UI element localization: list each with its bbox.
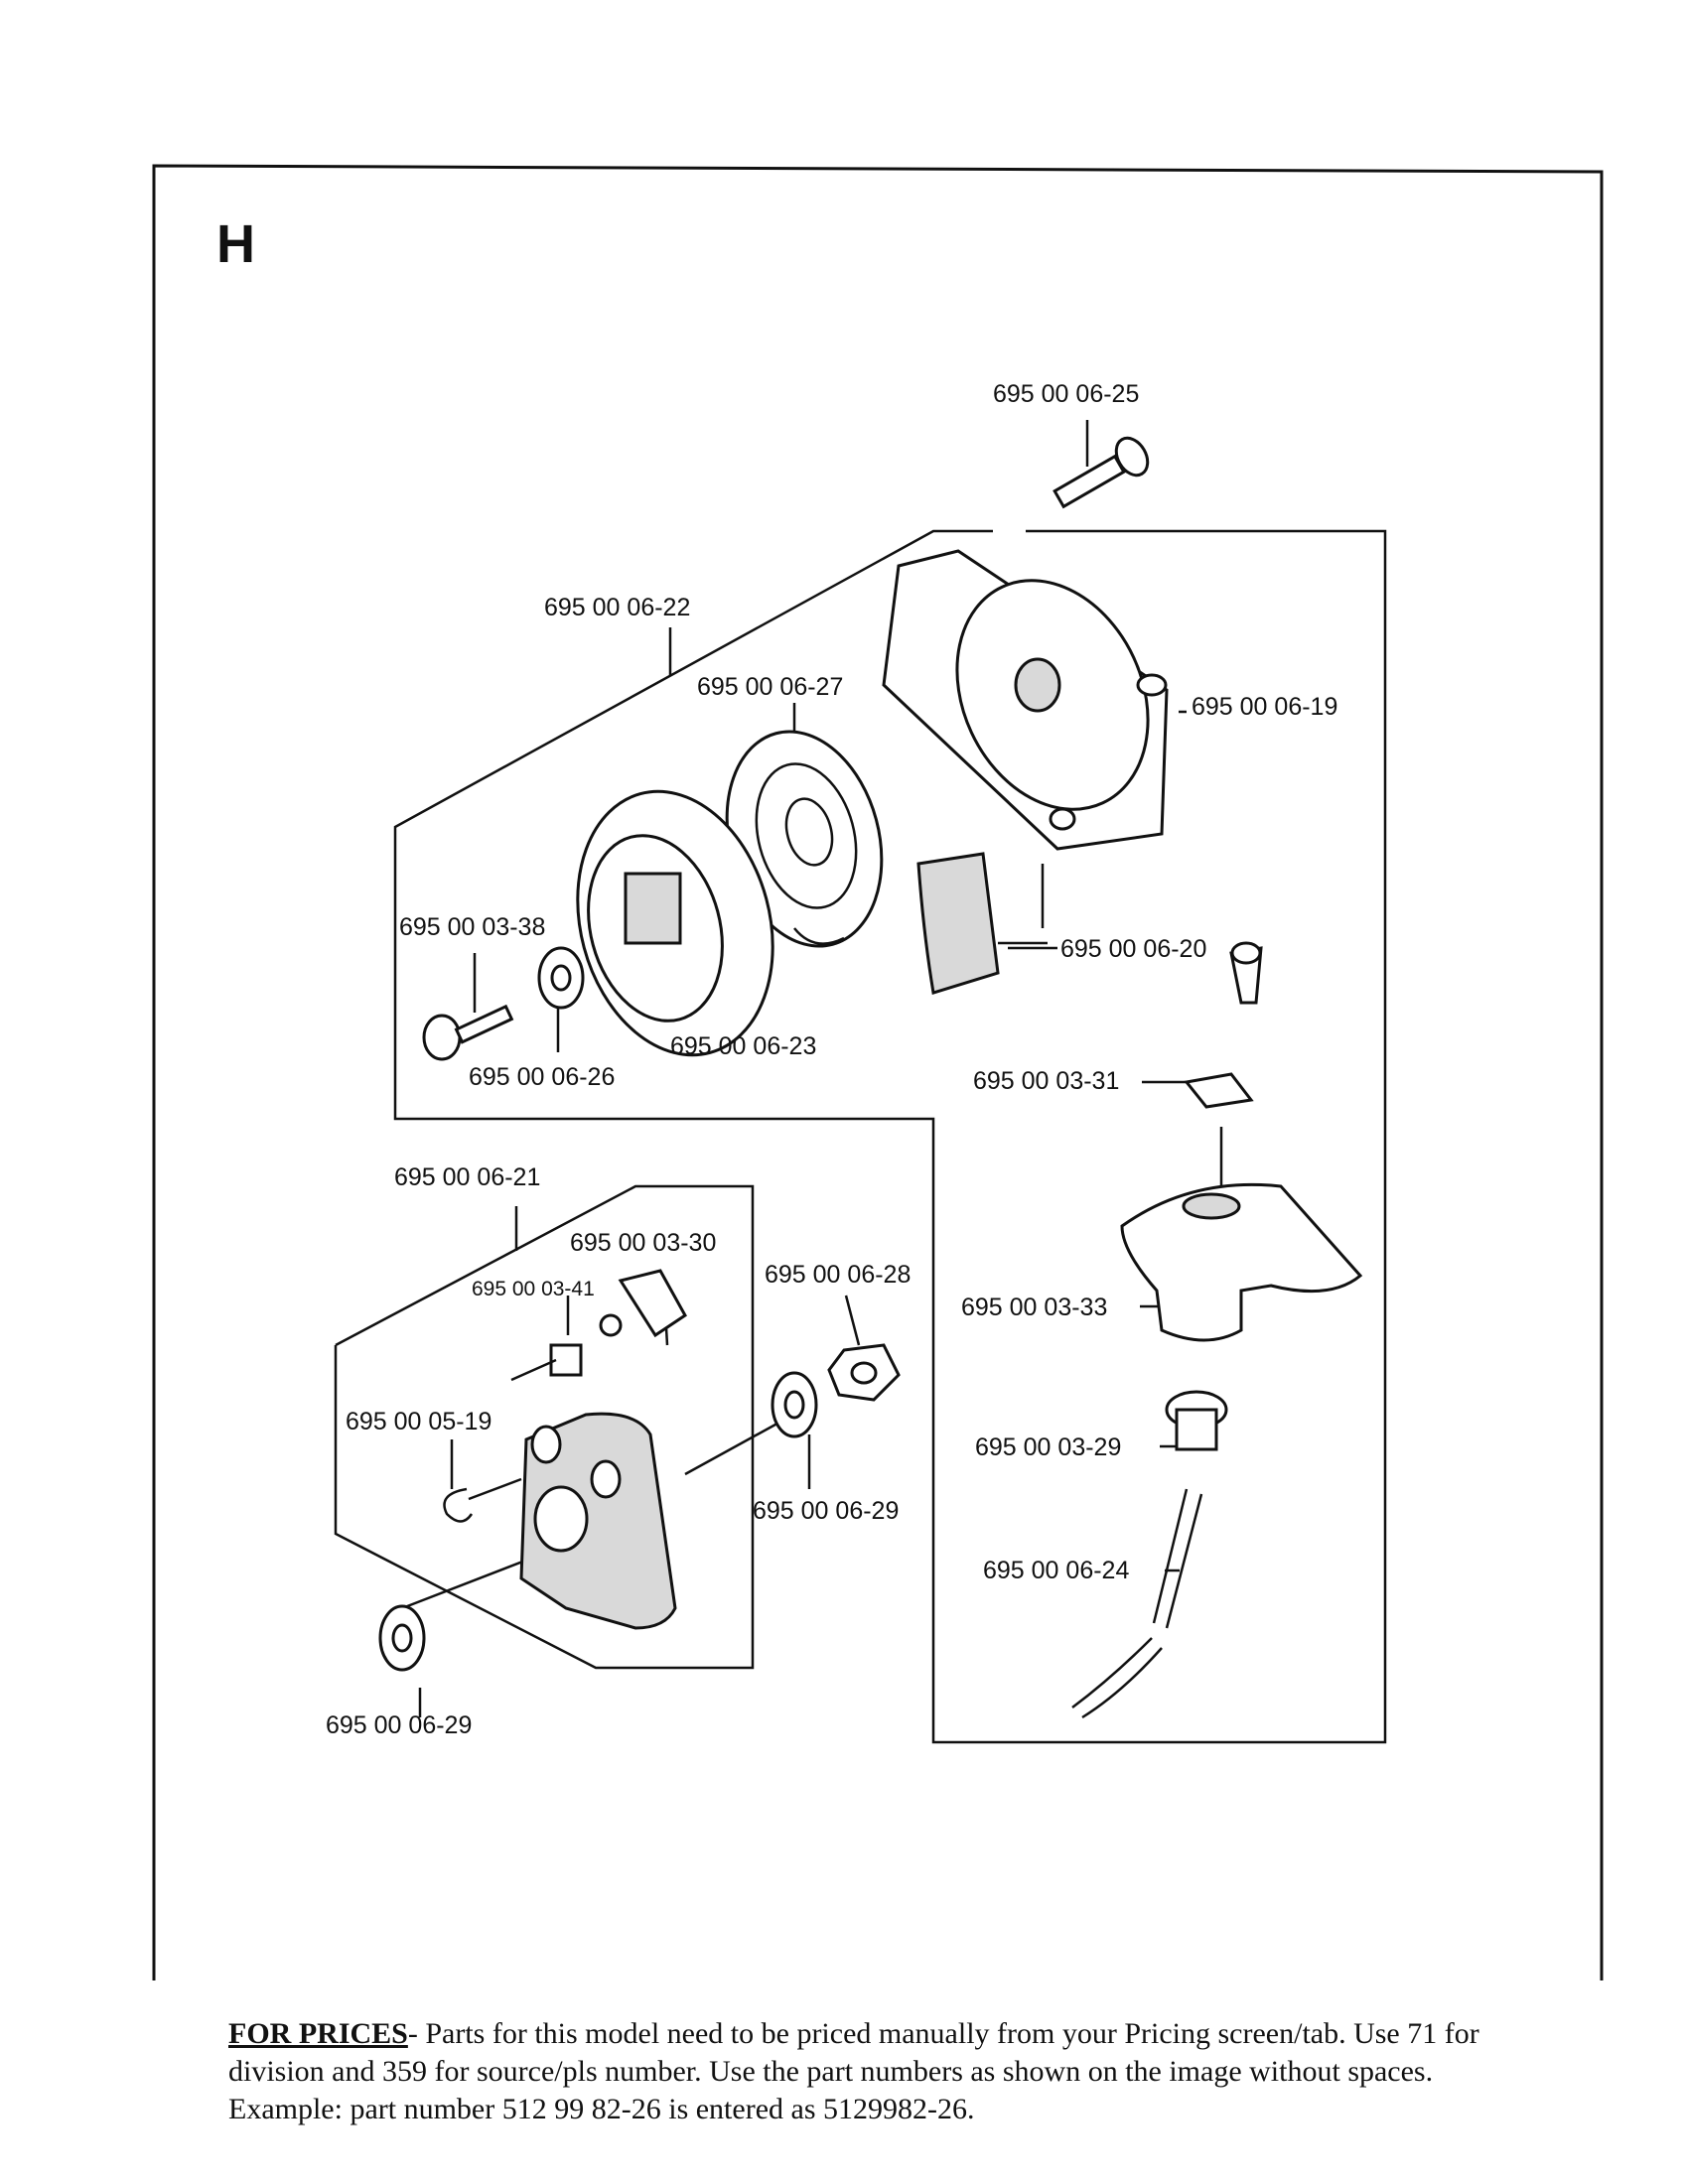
part-label: 695 00 06-29	[326, 1711, 472, 1739]
screw-0338-icon	[422, 1004, 514, 1061]
part-label: 695 00 03-29	[975, 1433, 1121, 1461]
rope-icon	[1071, 1488, 1203, 1719]
part-label: 695 00 06-22	[544, 594, 690, 621]
part-label: 695 00 06-20	[1060, 935, 1206, 963]
screw-0625-icon	[1052, 436, 1150, 509]
starter-housing-group-outline	[393, 529, 1387, 1744]
washer-0629a-icon	[771, 1371, 818, 1438]
pawl-carrier-icon	[519, 1412, 677, 1630]
part-label: 695 00 06-27	[697, 673, 843, 701]
pawl-0620-icon	[916, 852, 1048, 995]
part-label: 695 00 03-41	[472, 1278, 595, 1300]
handle-icon	[1120, 1182, 1363, 1342]
part-label: 695 00 03-33	[961, 1294, 1107, 1321]
pawl-0330-icon	[599, 1269, 687, 1338]
part-label: 695 00 06-21	[394, 1163, 540, 1191]
part-label: 695 00 03-31	[973, 1067, 1119, 1095]
pricing-note-heading: FOR PRICES	[228, 2017, 408, 2050]
pawl-group-outline	[334, 1184, 755, 1670]
pricing-note-text: - Parts for this model need to be priced…	[228, 2017, 1479, 2125]
part-label: 695 00 05-19	[346, 1408, 491, 1435]
pulley-icon	[576, 789, 774, 1057]
part-label: 695 00 03-38	[399, 913, 545, 941]
part-label: 695 00 06-19	[1192, 693, 1337, 721]
clip-icon	[443, 1487, 474, 1523]
washer-0629b-icon	[378, 1604, 426, 1672]
part-label: 695 00 06-23	[670, 1032, 816, 1060]
part-label: 695 00 06-28	[765, 1261, 911, 1289]
section-letter: H	[216, 214, 255, 274]
spring-0341-icon	[510, 1343, 583, 1382]
page-frame	[152, 164, 1604, 1980]
starter-housing-icon	[882, 549, 1169, 851]
connector-icon	[1184, 941, 1263, 1109]
part-label: 695 00 06-29	[753, 1497, 899, 1525]
part-label: 695 00 06-26	[469, 1063, 615, 1091]
part-label: 695 00 06-25	[993, 380, 1139, 408]
washer-0626-icon	[537, 946, 585, 1010]
part-label: 695 00 03-30	[570, 1229, 716, 1257]
bushing-icon	[1165, 1390, 1228, 1451]
part-label: 695 00 06-24	[983, 1557, 1129, 1584]
part-labels: 695 00 06-25 695 00 06-22 695 00 06-27 6…	[326, 380, 1337, 1739]
nut-icon	[827, 1343, 901, 1402]
pricing-note: FOR PRICES- Parts for this model need to…	[228, 2015, 1519, 2128]
